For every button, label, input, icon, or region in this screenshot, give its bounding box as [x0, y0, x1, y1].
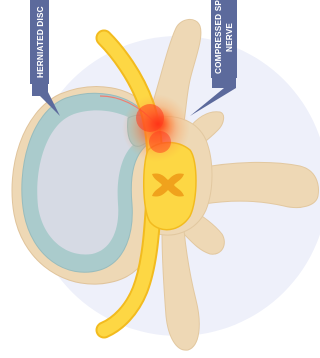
herniated-disc-label-text: HERNIATED DISC	[36, 6, 45, 78]
spinous-process	[200, 162, 318, 207]
compressed-nerve-label-line2: NERVE	[225, 23, 234, 52]
compressed-nerve-label-line1: COMPRESSED SPINAL	[214, 0, 223, 74]
pain-hotspot-icon	[122, 94, 190, 162]
